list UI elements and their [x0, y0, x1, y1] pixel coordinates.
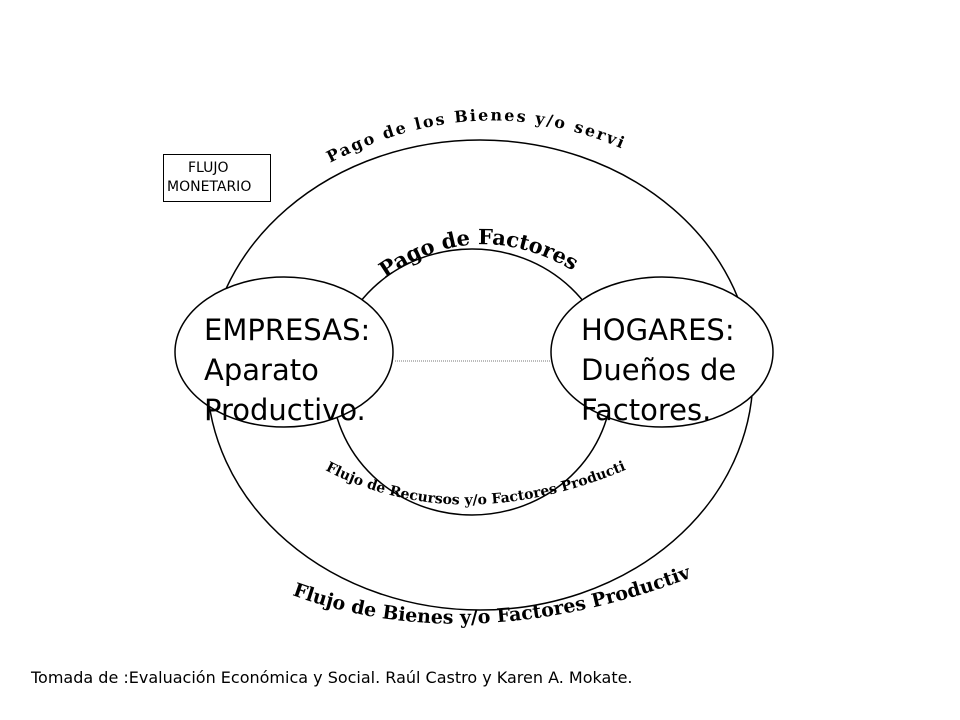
- empresas-line2: Aparato: [204, 353, 319, 387]
- svg-text:Pago de los Bienes y/o servici: Pago de los Bienes y/o servicios: [0, 0, 629, 167]
- empresas-label: EMPRESAS: Aparato Productivo.: [204, 310, 370, 430]
- hogares-line3: Factores.: [581, 393, 712, 427]
- source-caption: Tomada de :Evaluación Económica y Social…: [31, 668, 633, 687]
- flow-box-line2: MONETARIO: [167, 179, 252, 195]
- outer-top-arc-label: Pago de los Bienes y/o servicios: [0, 0, 627, 167]
- empresas-ellipse: [174, 276, 394, 428]
- empresas-line3: Productivo.: [204, 393, 366, 427]
- hogares-line1: HOGARES:: [581, 313, 735, 347]
- empresas-line1: EMPRESAS:: [204, 313, 371, 347]
- hogares-line2: Dueños de: [581, 353, 737, 387]
- flujo-monetario-box: FLUJO MONETARIO: [163, 154, 271, 202]
- flow-box-line1: FLUJO: [188, 160, 229, 176]
- hogares-ellipse: [550, 276, 774, 428]
- hogares-label: HOGARES: Dueños de Factores.: [581, 310, 736, 430]
